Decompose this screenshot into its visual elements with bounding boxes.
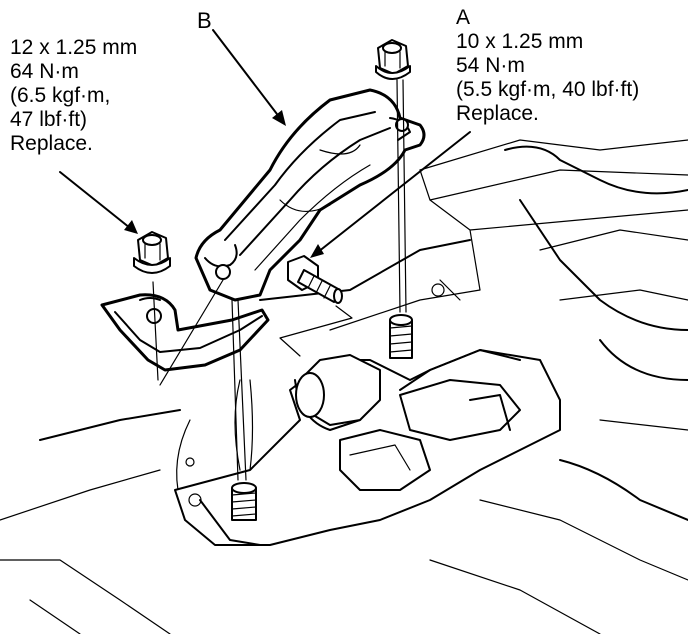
left-nut-torque-nm: 64 N·m <box>10 60 79 83</box>
bolt-a-torque-nm: 54 N·m <box>456 54 525 77</box>
left-nut-torque-lbf: 47 lbf·ft) <box>10 108 88 131</box>
flange-nut-top <box>375 39 411 80</box>
bolt-a <box>287 255 343 304</box>
bolt-a-size: 10 x 1.25 mm <box>456 30 584 53</box>
left-nut-replace-note: Replace. <box>10 132 93 155</box>
bolt-a-spec-callout: A 10 x 1.25 mm 54 N·m (5.5 kgf·m, 40 lbf… <box>456 6 639 126</box>
alignment-lines <box>152 79 407 481</box>
label-b: B <box>197 8 212 33</box>
lower-bracket <box>100 293 270 372</box>
leader-arrows <box>59 29 471 258</box>
label-a: A <box>456 6 471 29</box>
bolt-a-replace-note: Replace. <box>456 102 539 125</box>
left-nut-spec-callout: 12 x 1.25 mm 64 N·m (6.5 kgf·m, 47 lbf·f… <box>10 36 137 156</box>
mount-stud-right <box>389 314 413 359</box>
left-nut-torque-kgf: (6.5 kgf·m, <box>10 84 111 107</box>
flange-nut-left <box>133 231 171 274</box>
left-nut-size: 12 x 1.25 mm <box>10 36 138 59</box>
frame-rail-lines <box>0 139 688 634</box>
bolt-a-torque-imperial: (5.5 kgf·m, 40 lbf·ft) <box>456 78 640 101</box>
mount-stud-left <box>231 482 257 521</box>
engine-mount-body <box>174 349 561 546</box>
